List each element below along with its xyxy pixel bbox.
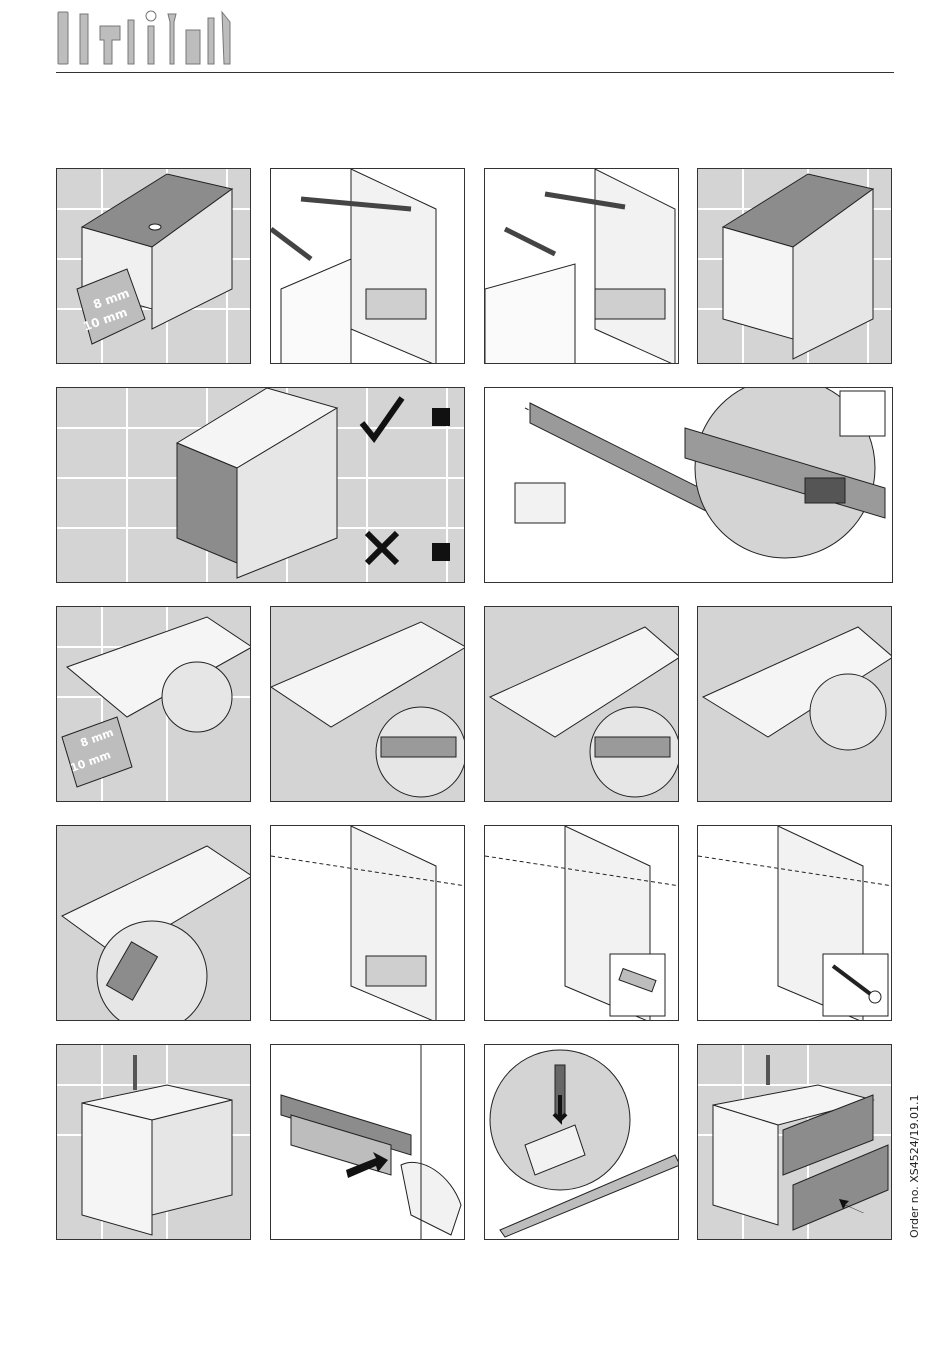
step-11-panel <box>56 825 251 1021</box>
step-14-panel <box>697 825 892 1021</box>
go-to-step-icon <box>432 543 450 561</box>
spirit-level-icon <box>58 12 68 64</box>
step-1-panel: 8 mm 10 mm <box>56 168 251 364</box>
saw-icon <box>208 18 214 64</box>
step-15-panel <box>56 1044 251 1240</box>
tool-icons-strip <box>56 6 236 68</box>
step-17-panel <box>484 1044 679 1240</box>
step-2-panel <box>270 168 465 364</box>
step-6-panel <box>484 387 893 583</box>
knife-icon <box>222 12 230 64</box>
step-9-panel <box>484 606 679 802</box>
order-number: Order no. XS4524/19.01.1 <box>908 1095 921 1238</box>
step-12-panel <box>270 825 465 1021</box>
pencil-icon <box>148 26 154 64</box>
wrench-size-icon <box>840 391 885 436</box>
no-icon <box>146 11 156 21</box>
step-18-panel <box>697 1044 892 1240</box>
tape-measure-icon <box>186 30 200 64</box>
step-13-panel <box>484 825 679 1021</box>
step-8-panel <box>270 606 465 802</box>
step-5-panel <box>56 387 465 583</box>
drill-icon <box>100 26 120 64</box>
bit-icon <box>128 20 134 64</box>
wrench-icon <box>168 14 176 64</box>
step-16-panel <box>270 1044 465 1240</box>
cross-icon <box>367 533 397 563</box>
header-rule <box>56 72 894 73</box>
step-10-panel <box>697 606 892 802</box>
step-4-panel <box>697 168 892 364</box>
step-7-panel: 8 mm 10 mm <box>56 606 251 802</box>
screwdriver-icon <box>80 14 88 64</box>
step-3-panel <box>484 168 679 364</box>
go-to-step-icon <box>432 408 450 426</box>
